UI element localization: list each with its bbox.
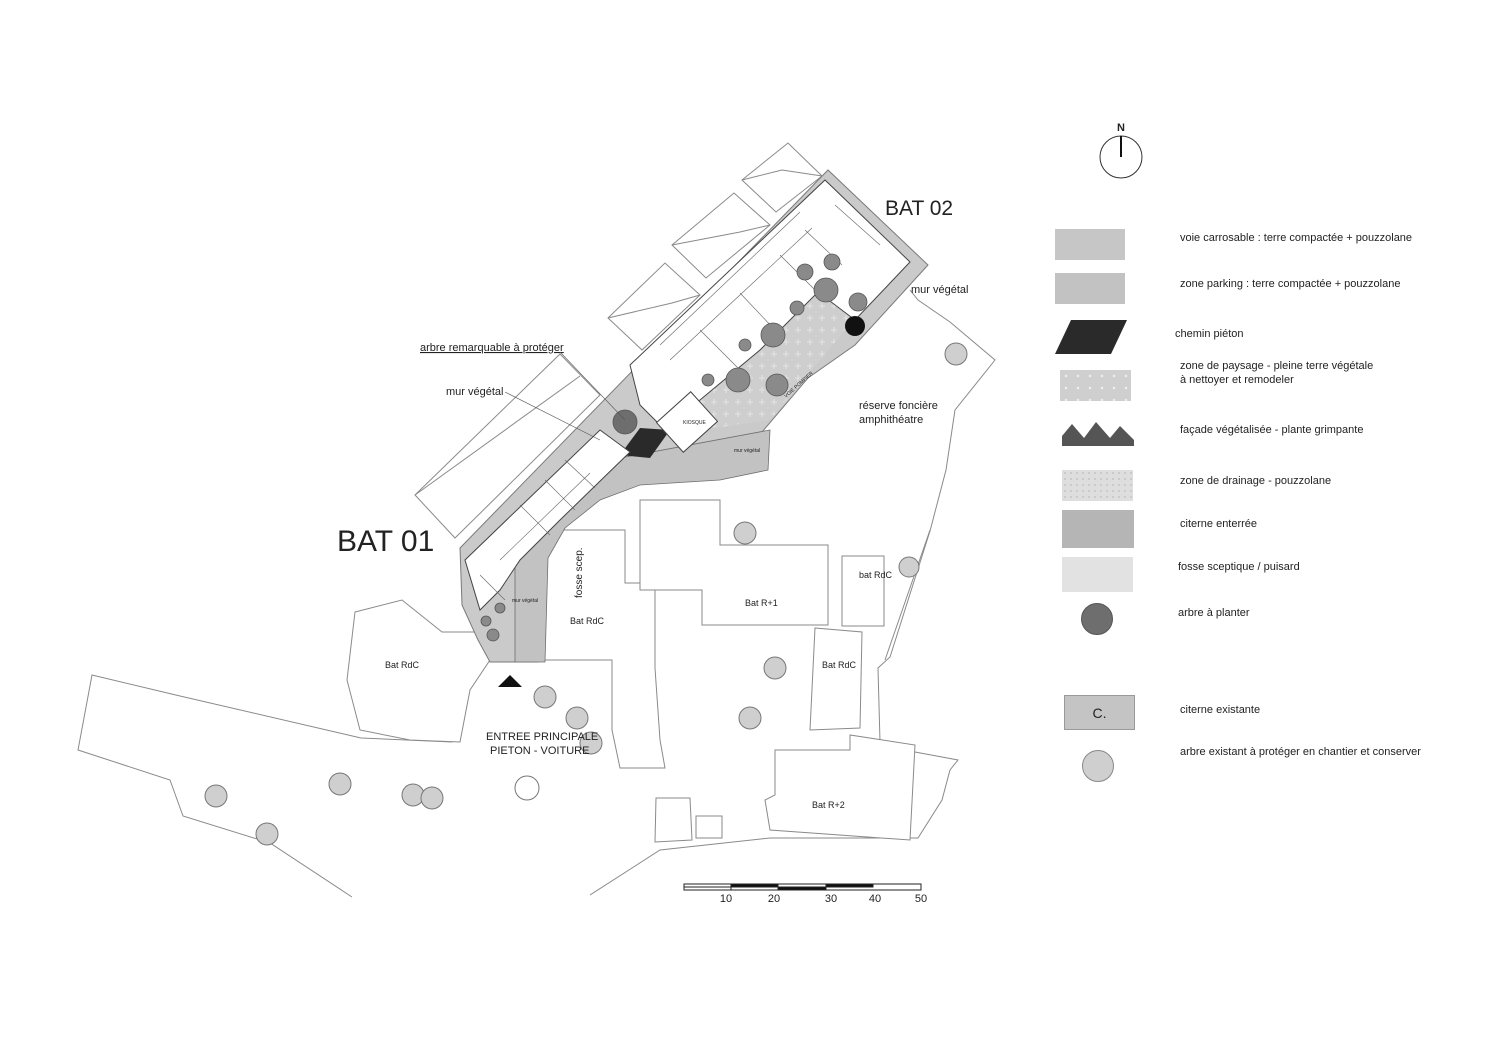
legend-label-citerne-existante: citerne existante <box>1180 704 1261 716</box>
existing-trees <box>204 342 968 846</box>
label-mur-vegetal-small-mid: mur végétal <box>734 448 760 454</box>
compass-label: N <box>1117 122 1125 134</box>
label-arbre-remarquable: arbre remarquable à protéger <box>420 342 564 354</box>
scale-tick-10: 10 <box>720 893 732 905</box>
label-bat-rdc-left: Bat RdC <box>385 660 420 670</box>
label-bat-r2: Bat R+2 <box>812 800 845 810</box>
kiosque-building <box>655 391 719 453</box>
legend-label-zone-paysage: zone de paysage - pleine terre végétale … <box>1180 360 1374 386</box>
legend-label-arbre-a-planter: arbre à planter <box>1178 607 1250 619</box>
scale-tick-30: 30 <box>825 893 837 905</box>
label-entree-line2: PIETON - VOITURE <box>490 745 589 757</box>
building-bat-r1 <box>639 499 829 626</box>
label-entree-line1: ENTREE PRINCIPALE <box>486 731 598 743</box>
label-mur-vegetal-small-bottom: mur végétal <box>512 598 538 604</box>
label-mur-vegetal-left: mur végétal <box>446 386 503 398</box>
legend-swatch-zone-parking <box>1055 273 1125 304</box>
chemin-pieton <box>620 428 670 458</box>
leader-arbre-remarquable <box>559 351 626 421</box>
neighbour-roofs <box>414 142 823 539</box>
neighbour-buildings <box>346 499 916 843</box>
citerne-black <box>845 316 865 336</box>
bat-02-label: BAT 02 <box>885 197 953 220</box>
building-annex-small <box>695 815 723 839</box>
legend-swatch-voie-carrosable <box>1055 229 1125 260</box>
entrance-arrow-icon <box>498 675 522 687</box>
label-bat-rdc-right-top: bat RdC <box>859 570 893 580</box>
legend-swatch-zone-paysage <box>1060 370 1131 401</box>
legend-swatch-citerne-existante: C. <box>1064 695 1135 730</box>
legend-label-arbre-existant: arbre existant à protéger en chantier et… <box>1180 746 1421 758</box>
legend-swatch-zone-drainage <box>1062 470 1133 501</box>
scale-bar <box>683 883 922 891</box>
label-bat-r1: Bat R+1 <box>745 598 778 608</box>
label-bat-rdc-right: Bat RdC <box>822 660 857 670</box>
project-buildings <box>464 179 911 611</box>
north-arrow-icon <box>1099 135 1143 179</box>
building-bat-rdc-left <box>346 599 491 743</box>
legend-label-zone-drainage: zone de drainage - pouzzolane <box>1180 475 1332 487</box>
trees-to-plant <box>480 253 868 642</box>
bat-01-footprint <box>464 429 631 611</box>
legend-label-facade-vegetalisee: façade végétalisée - plante grimpante <box>1180 424 1364 436</box>
scale-tick-40: 40 <box>869 893 881 905</box>
legend-label-voie-carrosable: voie carrosable : terre compactée + pouz… <box>1180 232 1413 244</box>
building-bat-rdc-center <box>539 529 666 769</box>
building-bat-rdc-right <box>809 627 863 731</box>
legend-swatch-facade-vegetalisee <box>1062 422 1134 446</box>
bat-02-footprint <box>629 179 911 426</box>
scale-tick-50: 50 <box>915 893 927 905</box>
legend-swatch-citerne-enterree <box>1062 510 1134 548</box>
label-reserve-line2: amphithéatre <box>859 414 923 426</box>
building-interior-lines <box>479 204 881 601</box>
legend-tree-to-plant-icon <box>1081 603 1113 635</box>
legend-swatch-chemin-pieton <box>1055 320 1127 354</box>
leader-mur-vegetal <box>504 391 601 441</box>
legend-swatch-fosse-sceptique <box>1062 557 1133 592</box>
label-mur-vegetal-top: mur végétal <box>911 284 968 296</box>
label-reserve-line1: réserve foncière <box>859 400 938 412</box>
legend-label-fosse-sceptique: fosse sceptique / puisard <box>1178 561 1300 573</box>
label-fosse-scep: fosse scep. <box>574 547 585 598</box>
building-bat-rdc-right-top <box>841 555 885 627</box>
legend-label-chemin-pieton: chemin piéton <box>1175 328 1244 340</box>
legend-existing-tree-icon <box>1082 750 1114 782</box>
building-annex <box>654 797 693 843</box>
label-bat-rdc-center: Bat RdC <box>570 616 605 626</box>
citerne-existante-symbol: C. <box>1092 704 1107 721</box>
scale-bar-ticks: 10 20 30 40 50 <box>720 893 927 905</box>
label-kiosque: KIOSQUE <box>683 420 706 426</box>
legend-label-citerne-enterree: citerne enterrée <box>1180 518 1258 530</box>
legend-label-zone-parking: zone parking : terre compactée + pouzzol… <box>1180 278 1401 290</box>
bat-01-label: BAT 01 <box>337 525 434 558</box>
scale-tick-20: 20 <box>768 893 780 905</box>
building-bat-r2 <box>764 734 916 841</box>
